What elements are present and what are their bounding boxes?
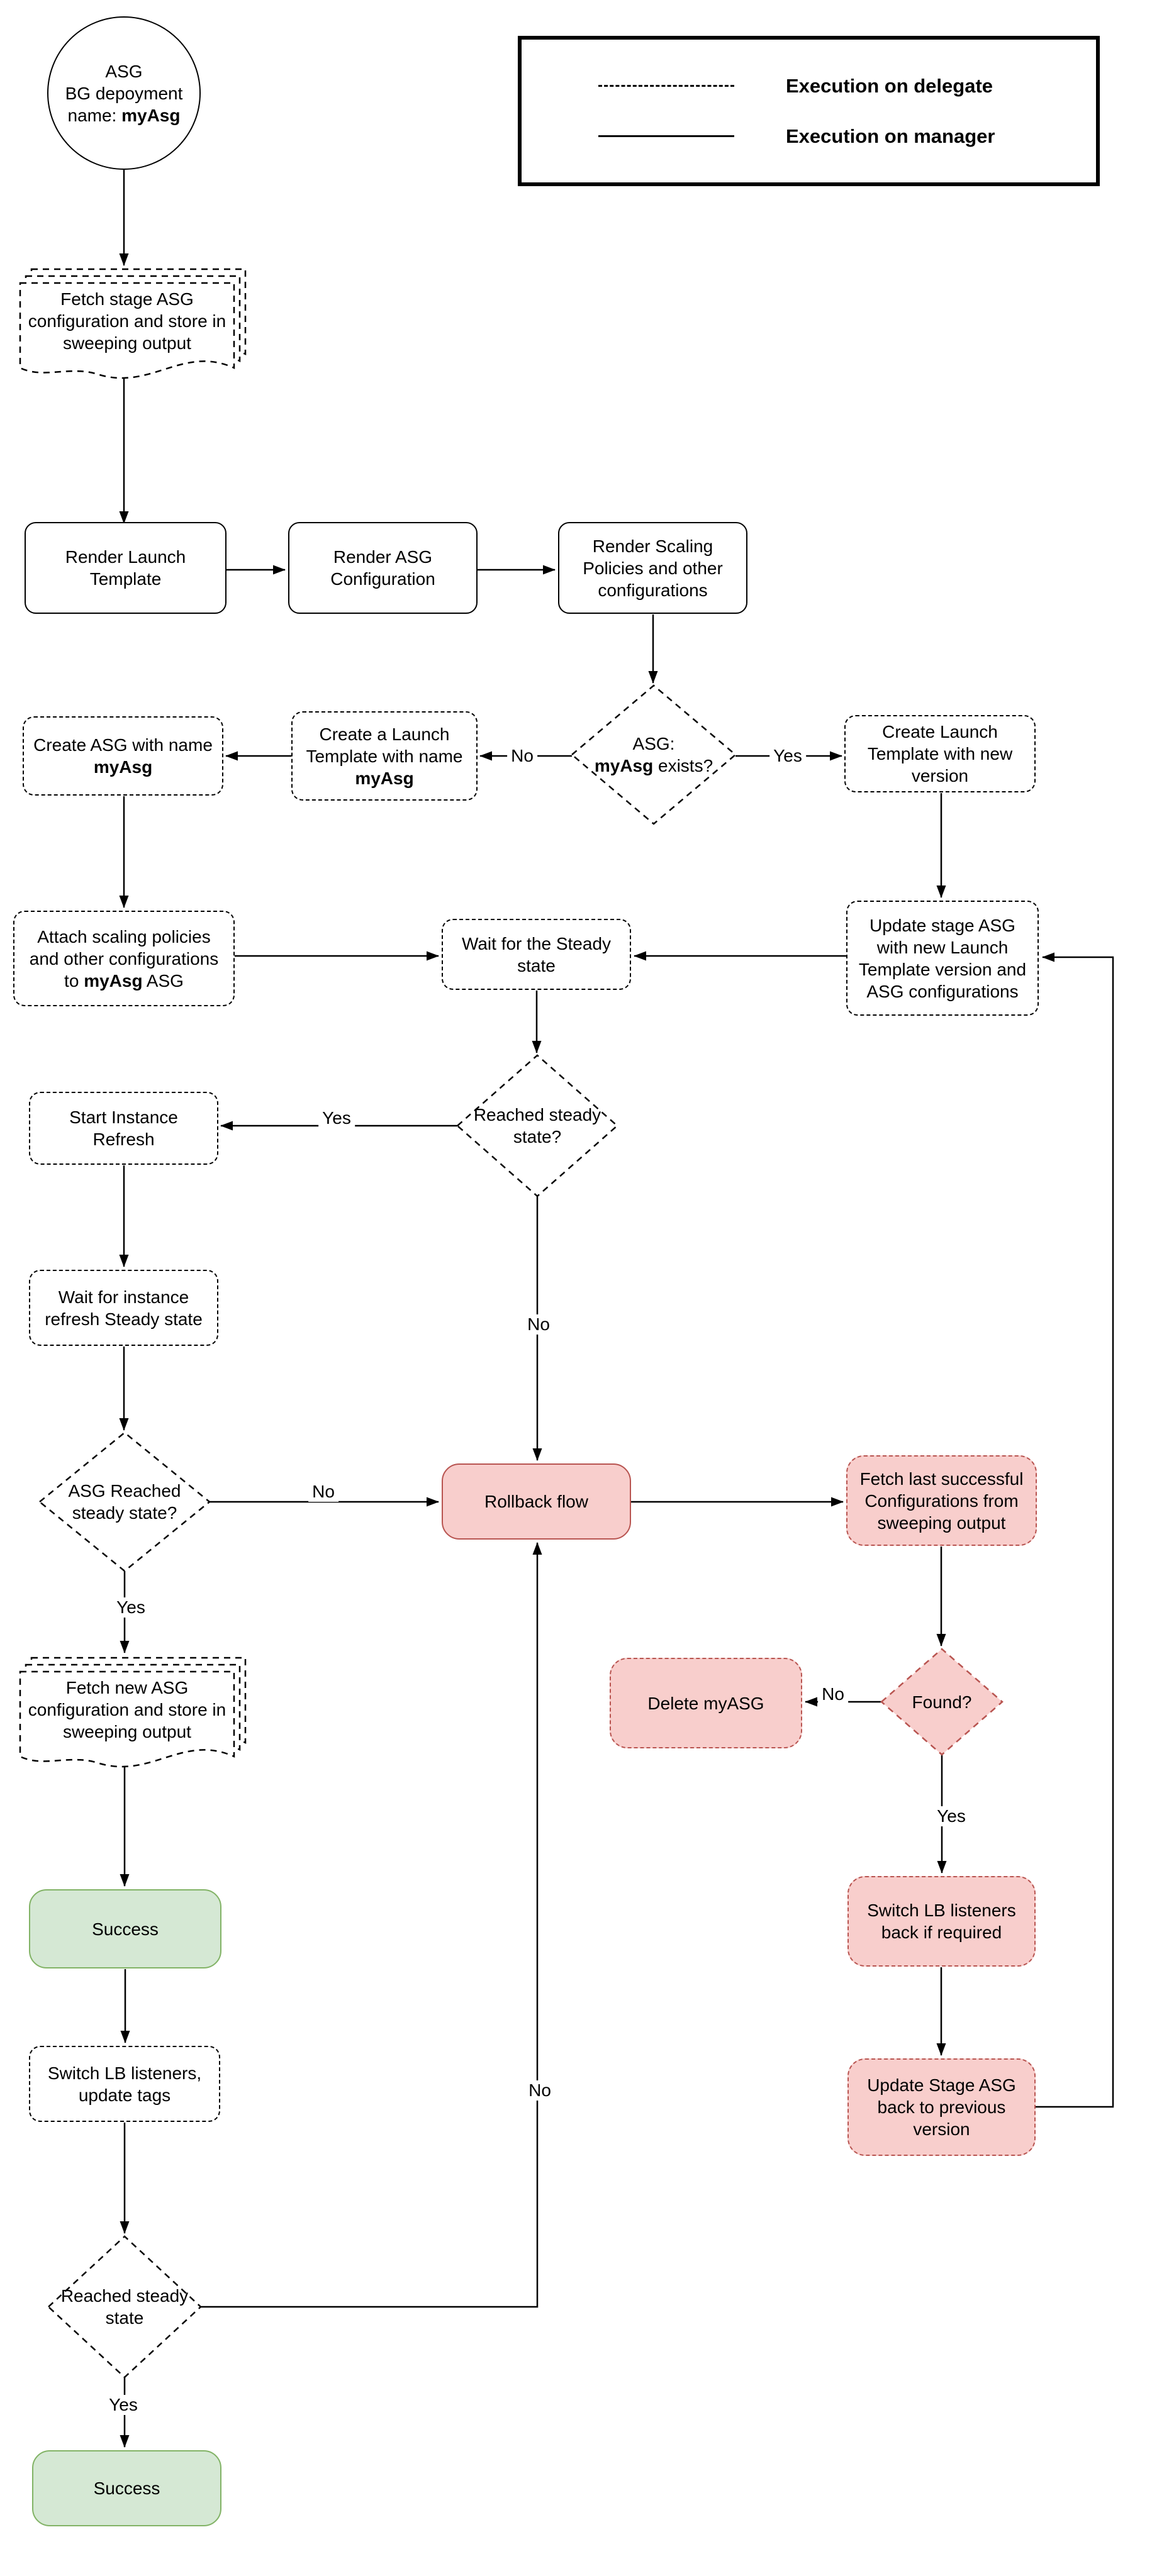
edge-label-asg-reached-yes: Yes	[113, 1597, 149, 1618]
edge-label-asg-reached-no: No	[308, 1482, 338, 1502]
node-reached-steady-2-question: Reached steady state	[60, 2286, 189, 2328]
edge-label-reached2-no: No	[525, 2080, 555, 2101]
edge-label-asg-exists-no: No	[507, 746, 537, 766]
legend-row-delegate: Execution on delegate	[598, 75, 1096, 97]
node-success-1: Success	[29, 1889, 221, 1968]
diamond-asg-exists	[571, 684, 737, 825]
start-line-2: BG depoyment	[65, 83, 183, 103]
edge-label-asg-exists-yes: Yes	[769, 746, 806, 766]
node-render-scaling-policies: Render Scaling Policies and other config…	[558, 522, 747, 614]
node-render-launch-template: Render Launch Template	[25, 522, 226, 614]
node-create-launch-template-new: Create Launch Template with new version	[844, 715, 1036, 792]
node-rollback-flow: Rollback flow	[442, 1463, 631, 1540]
diamond-reached-steady-2	[47, 2235, 202, 2379]
node-update-stage-asg: Update stage ASG with new Launch Templat…	[846, 901, 1039, 1016]
diamond-found	[880, 1648, 1004, 1756]
node-fetch-stage-config: Fetch stage ASG configuration and store …	[28, 289, 226, 353]
diamond-asg-reached-steady	[38, 1431, 211, 1572]
legend-manager-label: Execution on manager	[786, 125, 995, 147]
node-render-asg-configuration: Render ASG Configuration	[288, 522, 478, 614]
node-asg-reached-question: ASG Reached steady state?	[68, 1481, 181, 1523]
dashed-line-sample-icon	[598, 85, 734, 87]
node-reached-steady-question: Reached steady state?	[473, 1105, 601, 1146]
legend-delegate-label: Execution on delegate	[786, 74, 993, 97]
node-update-stage-back: Update Stage ASG back to previous versio…	[847, 2058, 1036, 2156]
start-line-3: name: myAsg	[67, 105, 181, 125]
node-delete-myasg: Delete myASG	[610, 1658, 802, 1748]
node-wait-instance-refresh: Wait for instance refresh Steady state	[29, 1270, 218, 1346]
diamond-reached-steady	[456, 1054, 618, 1197]
edge-label-reached2-yes: Yes	[105, 2395, 142, 2415]
node-fetch-new-config: Fetch new ASG configuration and store in…	[28, 1678, 226, 1741]
solid-line-sample-icon	[598, 135, 734, 137]
document-fetch-new	[19, 1657, 247, 1768]
start-line-1: ASG	[105, 61, 143, 81]
node-create-launch-template-named: Create a Launch Template with name myAsg	[291, 711, 478, 801]
node-found-question: Found?	[912, 1692, 972, 1712]
edge-label-reached-no: No	[523, 1314, 554, 1335]
node-attach-scaling-policies: Attach scaling policies and other config…	[13, 911, 235, 1006]
node-create-asg: Create ASG with name myAsg	[23, 716, 223, 796]
legend-box: Execution on delegate Execution on manag…	[518, 36, 1100, 186]
edge-label-found-yes: Yes	[933, 1806, 970, 1826]
legend-row-manager: Execution on manager	[598, 125, 1096, 148]
node-wait-steady-state: Wait for the Steady state	[442, 919, 631, 990]
node-success-2: Success	[32, 2450, 221, 2526]
edge-label-reached-yes: Yes	[318, 1108, 355, 1128]
node-start: ASG BG depoyment name: myAsg	[47, 16, 201, 170]
node-switch-lb-listeners: Switch LB listeners, update tags	[29, 2046, 220, 2122]
node-asg-exists-question: ASG: myAsg exists?	[594, 734, 713, 775]
edge-reached2-no-rollback	[201, 1541, 542, 2308]
document-fetch-stage	[19, 268, 247, 379]
edge-label-found-no: No	[818, 1684, 848, 1704]
node-start-instance-refresh: Start Instance Refresh	[29, 1092, 218, 1165]
node-fetch-last-successful: Fetch last successful Configurations fro…	[846, 1455, 1037, 1546]
edge-update-back-to-update-stage	[1036, 952, 1114, 2108]
node-switch-lb-back: Switch LB listeners back if required	[847, 1876, 1036, 1967]
